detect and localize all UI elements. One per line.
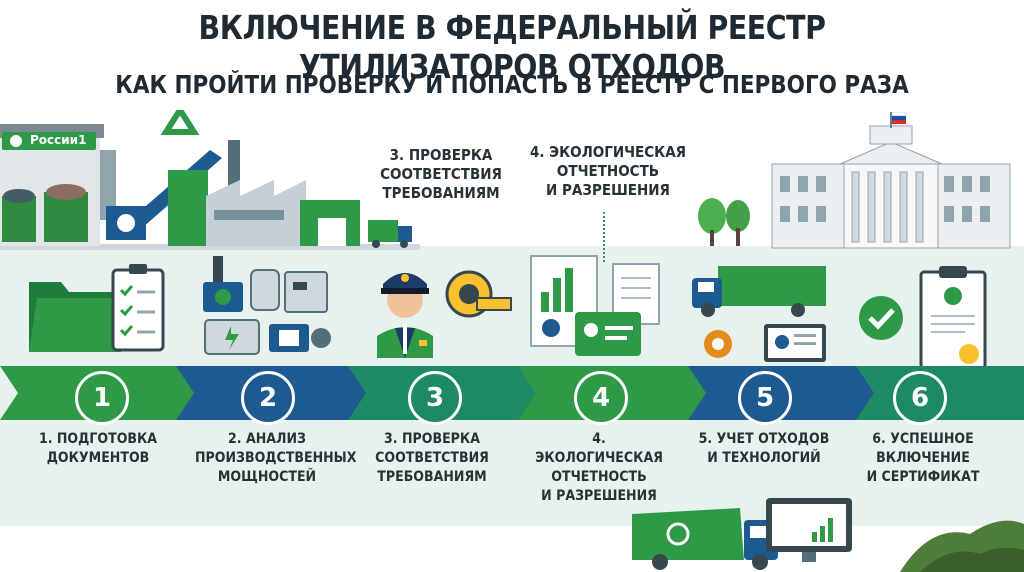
container-sign: России1	[30, 133, 87, 147]
page-subtitle: КАК ПРОЙТИ ПРОВЕРКУ И ПОПАСТЬ В РЕЕСТР С…	[115, 70, 909, 99]
reports-icon	[530, 255, 660, 356]
step-label-1: 1. ПОДГОТОВКА ДОКУМЕНТОВ	[38, 431, 158, 466]
dotted-connector	[603, 212, 605, 262]
step-number-1: 1	[75, 371, 129, 425]
step-label-3: 3. ПРОВЕРКА СООТВЕТСТВИЯ ТРЕБОВАНИЯМ	[375, 431, 489, 485]
top-label-step-3: 3. ПРОВЕРКА СООТВЕТСТВИЯ ТРЕБОВАНИЯМ	[380, 146, 502, 202]
step-label-4: 4. ЭКОЛОГИЧЕСКАЯ ОТЧЕТНОСТЬ И РАЗРЕШЕНИЯ	[535, 431, 663, 504]
step-label-6: 6. УСПЕШНОЕ ВКЛЮЧЕНИЕ И СЕРТИФИКАТ	[866, 431, 980, 485]
truck-monitor-icon	[692, 266, 826, 362]
recycling-plant-scene	[0, 110, 420, 250]
step-number-4: 4	[574, 371, 628, 425]
step-number-2: 2	[241, 371, 295, 425]
certificate-icon	[859, 266, 987, 370]
documents-folder-icon	[29, 264, 165, 352]
government-building-illustration	[698, 112, 1011, 249]
step-number-6: 6	[893, 371, 947, 425]
top-label-step-4: 4. ЭКОЛОГИЧЕСКАЯ ОТЧЕТНОСТЬ И РАЗРЕШЕНИЯ	[529, 143, 687, 199]
step-number-5: 5	[738, 371, 792, 425]
process-arrow-band	[0, 366, 1024, 420]
machinery-icon	[203, 256, 331, 355]
step-label-5: 5. УЧЕТ ОТХОДОВ И ТЕХНОЛОГИЙ	[698, 431, 830, 466]
step-label-2: 2. АНАЛИЗ ПРОИЗВОДСТВЕННЫХ МОЩНОСТЕЙ	[195, 431, 357, 485]
page-title: ВКЛЮЧЕНИЕ В ФЕДЕРАЛЬНЫЙ РЕЕСТР УТИЛИЗАТО…	[198, 8, 826, 86]
inspector-icon	[377, 270, 512, 358]
bottom-garbage-truck-scene	[632, 498, 1024, 572]
step-number-3: 3	[408, 371, 462, 425]
